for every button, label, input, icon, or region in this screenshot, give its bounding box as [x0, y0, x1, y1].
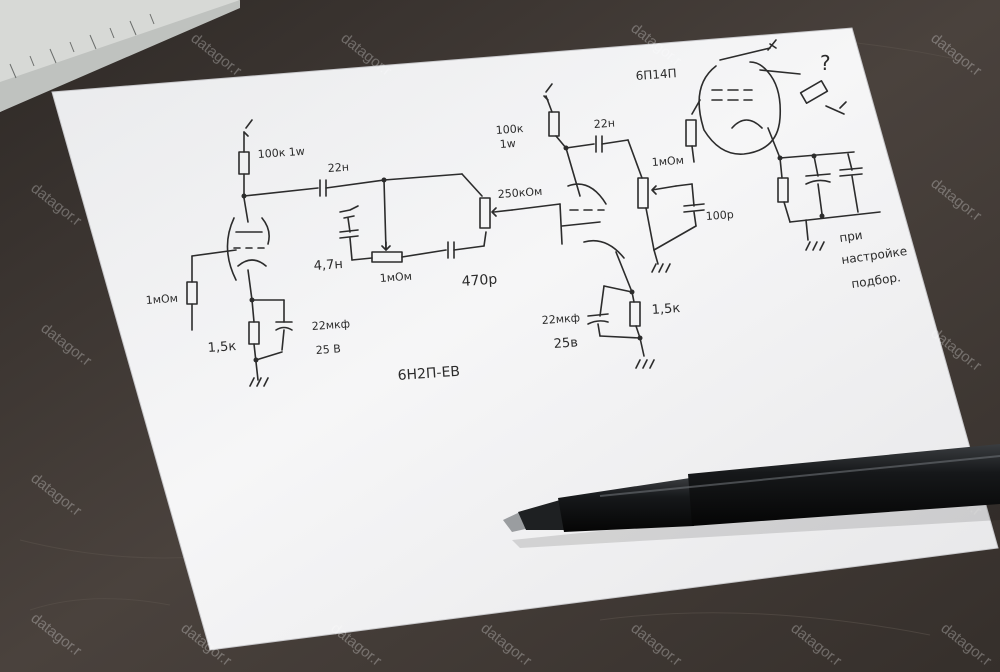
label-pot-1: 1мОм — [379, 270, 412, 285]
label-r-cathode-2: 1,5к — [651, 301, 681, 318]
label-note-line-3: подбор. — [850, 270, 901, 291]
label-r-plate-1: 100к 1w — [257, 145, 305, 161]
ballpoint-pen — [503, 444, 1000, 548]
tube-1-envelope — [226, 217, 270, 281]
label-c-cathode-1: 22мкф — [311, 317, 350, 333]
ground-symbol-3 — [651, 263, 671, 273]
table-scratches — [19, 37, 961, 636]
label-pot-2: 250кОм — [497, 185, 542, 201]
label-tube-2: 6П14П — [635, 66, 677, 83]
ground-symbol-1 — [249, 377, 269, 387]
ground-symbol-2 — [635, 359, 655, 369]
label-c-series: 470р — [461, 272, 498, 290]
stage-1 — [186, 119, 385, 387]
label-note-line-1: при — [838, 228, 863, 245]
label-r-grid-1: 1мОм — [145, 292, 178, 307]
label-r-plate-2-power: 1w — [499, 137, 516, 151]
label-c-tone: 4,7н — [313, 257, 343, 274]
label-c-cathode-2-voltage: 25в — [553, 335, 578, 352]
tone-network — [339, 173, 563, 263]
paper-sheet — [51, 27, 999, 651]
label-c-cathode-1-voltage: 25 В — [315, 342, 341, 357]
label-r-plate-2: 100к — [495, 122, 524, 137]
pen-cone — [518, 500, 566, 530]
label-tube-1: 6Н2П-ЕВ — [397, 364, 460, 384]
label-question-mark: ? — [820, 51, 831, 75]
label-c-coupling-2: 22н — [593, 117, 615, 131]
ruler — [0, 0, 240, 112]
hand-drawn-schematic: 100к 1w 22н 1мОм 1,5к 22мкф 25 В 6Н2П-ЕВ… — [145, 39, 908, 387]
pen-tip — [503, 512, 530, 532]
pen-highlight — [599, 455, 1000, 497]
stage-2 — [543, 83, 655, 369]
label-c-grid-3: 100р — [705, 208, 734, 223]
pen-grip — [558, 478, 694, 532]
stage-3 — [627, 39, 881, 273]
tube-2-envelope — [567, 183, 607, 205]
ground-symbol-4 — [805, 241, 825, 251]
label-c-coupling-1: 22н — [327, 161, 349, 175]
label-r-cathode-1: 1,5к — [207, 339, 237, 356]
label-c-cathode-2: 22мкф — [541, 311, 580, 327]
label-pot-3: 1мОм — [651, 154, 684, 169]
